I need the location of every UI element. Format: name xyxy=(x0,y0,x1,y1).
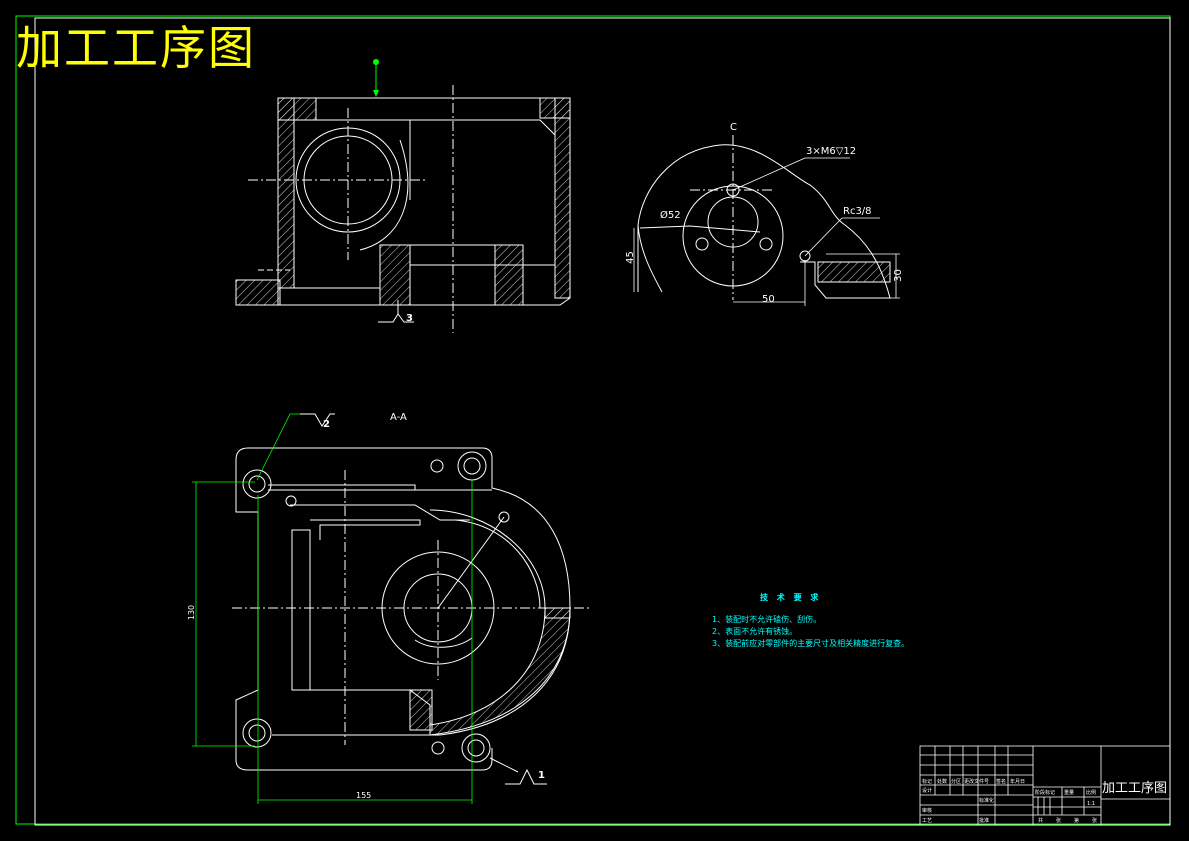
pipe-thread-callout: Rc3/8 xyxy=(843,206,872,217)
locating-arrow xyxy=(373,59,379,97)
title-block-header-change: 更改文件号 xyxy=(964,779,990,785)
view-c xyxy=(637,135,891,300)
outer-frame xyxy=(15,15,1171,825)
drawing-title: 加工工序图 xyxy=(16,21,256,75)
title-block-sheet-unit-2: 张 xyxy=(1092,818,1098,824)
surface-mark-1-label: 1 xyxy=(538,770,545,781)
title-block-stage: 阶段标记 xyxy=(1035,790,1056,796)
title-block-weight: 重量 xyxy=(1064,790,1075,796)
title-block-row-design: 设计 xyxy=(922,788,933,794)
surface-mark-3-label: 3 xyxy=(406,313,413,324)
title-block-header-sign: 签名 xyxy=(996,779,1007,785)
section-label: A-A xyxy=(390,412,407,423)
top-section-view xyxy=(235,85,571,333)
title-block-drawing-name: 加工工序图 xyxy=(1102,781,1168,796)
view-c-leaders xyxy=(732,157,880,257)
inner-frame xyxy=(34,17,1171,826)
diameter-callout: Ø52 xyxy=(660,210,681,221)
view-c-dimensions xyxy=(633,228,900,306)
title-block-sheet-no: 第 xyxy=(1074,818,1080,824)
title-block-header-count: 处数 xyxy=(937,779,948,785)
dimension-30: 30 xyxy=(892,269,904,282)
dimension-155: 155 xyxy=(356,791,372,800)
dimension-50: 50 xyxy=(762,294,775,305)
title-block-sheet-total: 共 xyxy=(1038,818,1044,824)
dimension-130: 130 xyxy=(187,604,197,621)
technical-requirements: 技 术 要 求 1、装配时不允许磕伤、刮伤。 2、表面不允许有锈蚀。 3、装配前… xyxy=(712,592,909,650)
title-block-scale-label: 比例 xyxy=(1086,790,1097,796)
surface-mark-2-label: 2 xyxy=(323,419,330,430)
title-block xyxy=(919,745,1171,826)
surface-mark-1 xyxy=(489,757,547,785)
surface-mark-3 xyxy=(378,300,414,323)
title-block-header-date: 年月日 xyxy=(1010,779,1026,785)
view-c-label: C xyxy=(730,122,737,133)
surface-mark-2 xyxy=(300,413,335,427)
section-a-a xyxy=(232,447,592,771)
technical-requirements-heading: 技 术 要 求 xyxy=(760,593,822,602)
title-block-row-review: 审核 xyxy=(922,808,933,814)
requirement-item: 1、装配时不允许磕伤、刮伤。 xyxy=(712,615,822,624)
title-block-scale: 1:1 xyxy=(1087,801,1096,807)
requirement-item: 2、表面不允许有锈蚀。 xyxy=(712,627,798,636)
title-block-row-standard: 标准化 xyxy=(979,798,995,804)
title-block-row-approve: 批准 xyxy=(979,818,990,824)
title-block-header-mark: 标记 xyxy=(922,779,933,785)
title-block-header-zone: 分区 xyxy=(951,779,962,785)
dimension-45: 45 xyxy=(624,251,636,264)
title-block-row-process: 工艺 xyxy=(922,818,933,824)
thread-holes-callout: 3×M6▽12 xyxy=(806,146,857,157)
title-block-sheet-unit: 张 xyxy=(1056,818,1062,824)
requirement-item: 3、装配前应对零部件的主要尺寸及相关精度进行复查。 xyxy=(712,639,910,648)
section-a-a-dimensions xyxy=(192,413,473,804)
